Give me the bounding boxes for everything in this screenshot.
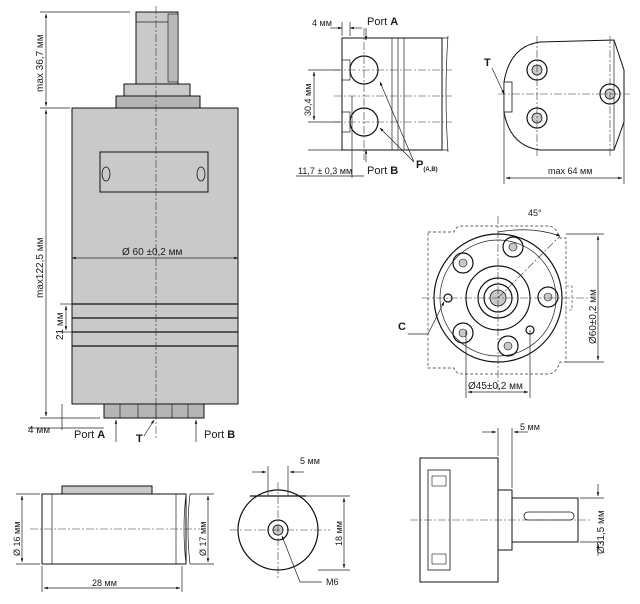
shaft-dia-16: Ø 16 мм — [12, 522, 22, 556]
flange-c-label: C — [398, 321, 406, 333]
end-view: 5 мм 18 мм M6 — [230, 456, 350, 587]
front-dia-60: Ø 60 ±0,2 мм — [122, 247, 183, 258]
ports-dim-4: 4 мм — [312, 18, 332, 28]
ports-port-a-label: Port A — [367, 16, 398, 28]
flange-dia-45: Ø45±0,2 мм — [468, 381, 523, 392]
flange-dia-60: Ø60±0,2 мм — [588, 289, 599, 344]
shaft-len-28: 28 мм — [92, 578, 117, 588]
ports-dim-11-7: 11,7 ± 0,3 мм — [298, 166, 352, 176]
key-dia-31-5: Ø31,5 мм — [596, 510, 607, 554]
side-tank-label: T — [484, 57, 491, 69]
nameplate — [99, 151, 209, 193]
front-max-36: max 36,7 мм — [35, 34, 46, 92]
ports-view: 4 мм Port A 30,4 мм 11,7 ± 0,3 мм Port B… — [296, 16, 452, 178]
front-view: Ø 60 ±0,2 мм max 36,7 мм max122,5 мм 21 … — [28, 6, 239, 445]
front-port-a-label: Port A — [74, 429, 105, 441]
side-max-64: max 64 мм — [548, 166, 592, 176]
end-dim-18: 18 мм — [334, 521, 344, 546]
end-dim-5: 5 мм — [300, 456, 320, 466]
key-dim-5: 5 мм — [520, 422, 540, 432]
front-port-b-label: Port B — [204, 429, 235, 441]
front-collar — [123, 83, 191, 97]
flange-angle: 45° — [528, 208, 542, 218]
ports-p-label: P(A,B) — [416, 159, 438, 173]
shaft-dia-17: Ø 17 мм — [198, 522, 208, 556]
front-dim-21: 21 мм — [55, 312, 66, 340]
front-bottom-ports — [103, 403, 205, 419]
flange-view: 45° Ø60±0,2 мм Ø45±0,2 мм C — [398, 208, 604, 398]
shaft-view: Ø 16 мм Ø 17 мм 28 мм — [12, 485, 214, 592]
ports-dim-30-4: 30,4 мм — [303, 84, 313, 116]
key-view: 5 мм Ø31,5 мм — [410, 422, 607, 583]
flange-bolt-holes — [443, 236, 559, 357]
front-tank-label: T — [136, 433, 143, 445]
end-thread: M6 — [326, 577, 339, 587]
ports-port-b-label: Port B — [367, 165, 398, 177]
front-dim-4: 4 мм — [28, 425, 50, 436]
front-max-122: max122,5 мм — [35, 237, 46, 298]
side-view: T max 64 мм — [484, 36, 630, 184]
